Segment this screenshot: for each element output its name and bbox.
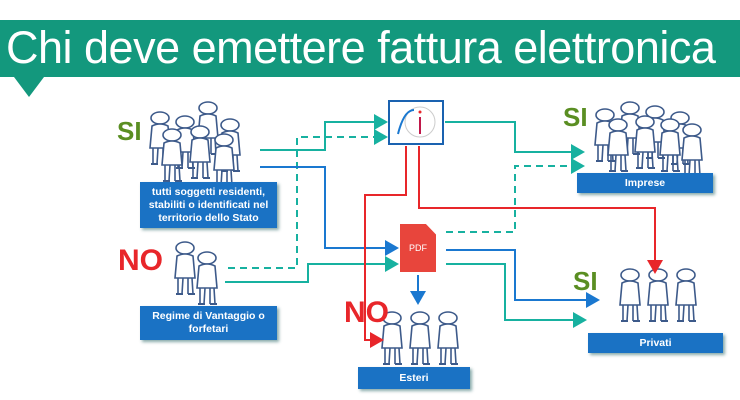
people-regime-icon: [174, 241, 218, 305]
pdf-file-icon: PDF: [400, 224, 436, 272]
si-residenti-label: SI: [117, 116, 142, 146]
privati-box: Privati: [588, 333, 723, 353]
no-esteri-label: NO: [344, 296, 389, 329]
si-imprese-label: SI: [563, 102, 588, 132]
page-title: Chi deve emettere fattura elettronica: [6, 22, 716, 73]
people-residenti-icon: [149, 101, 241, 187]
regime-box: Regime di Vantaggio o forfetari: [140, 306, 277, 340]
banner-pointer: [14, 77, 44, 97]
people-privati-icon: [619, 268, 697, 322]
si-privati-label: SI: [573, 266, 598, 296]
people-imprese-icon: [594, 101, 703, 177]
no-regime-label: NO: [118, 244, 163, 277]
imprese-box: Imprese: [577, 173, 713, 193]
esteri-box: Esteri: [358, 367, 470, 389]
people-esteri-icon: [381, 311, 459, 365]
sdi-system-icon: [388, 100, 444, 145]
title-banner: [0, 20, 740, 77]
residenti-box: tutti soggetti residenti, stabiliti o id…: [140, 182, 277, 228]
